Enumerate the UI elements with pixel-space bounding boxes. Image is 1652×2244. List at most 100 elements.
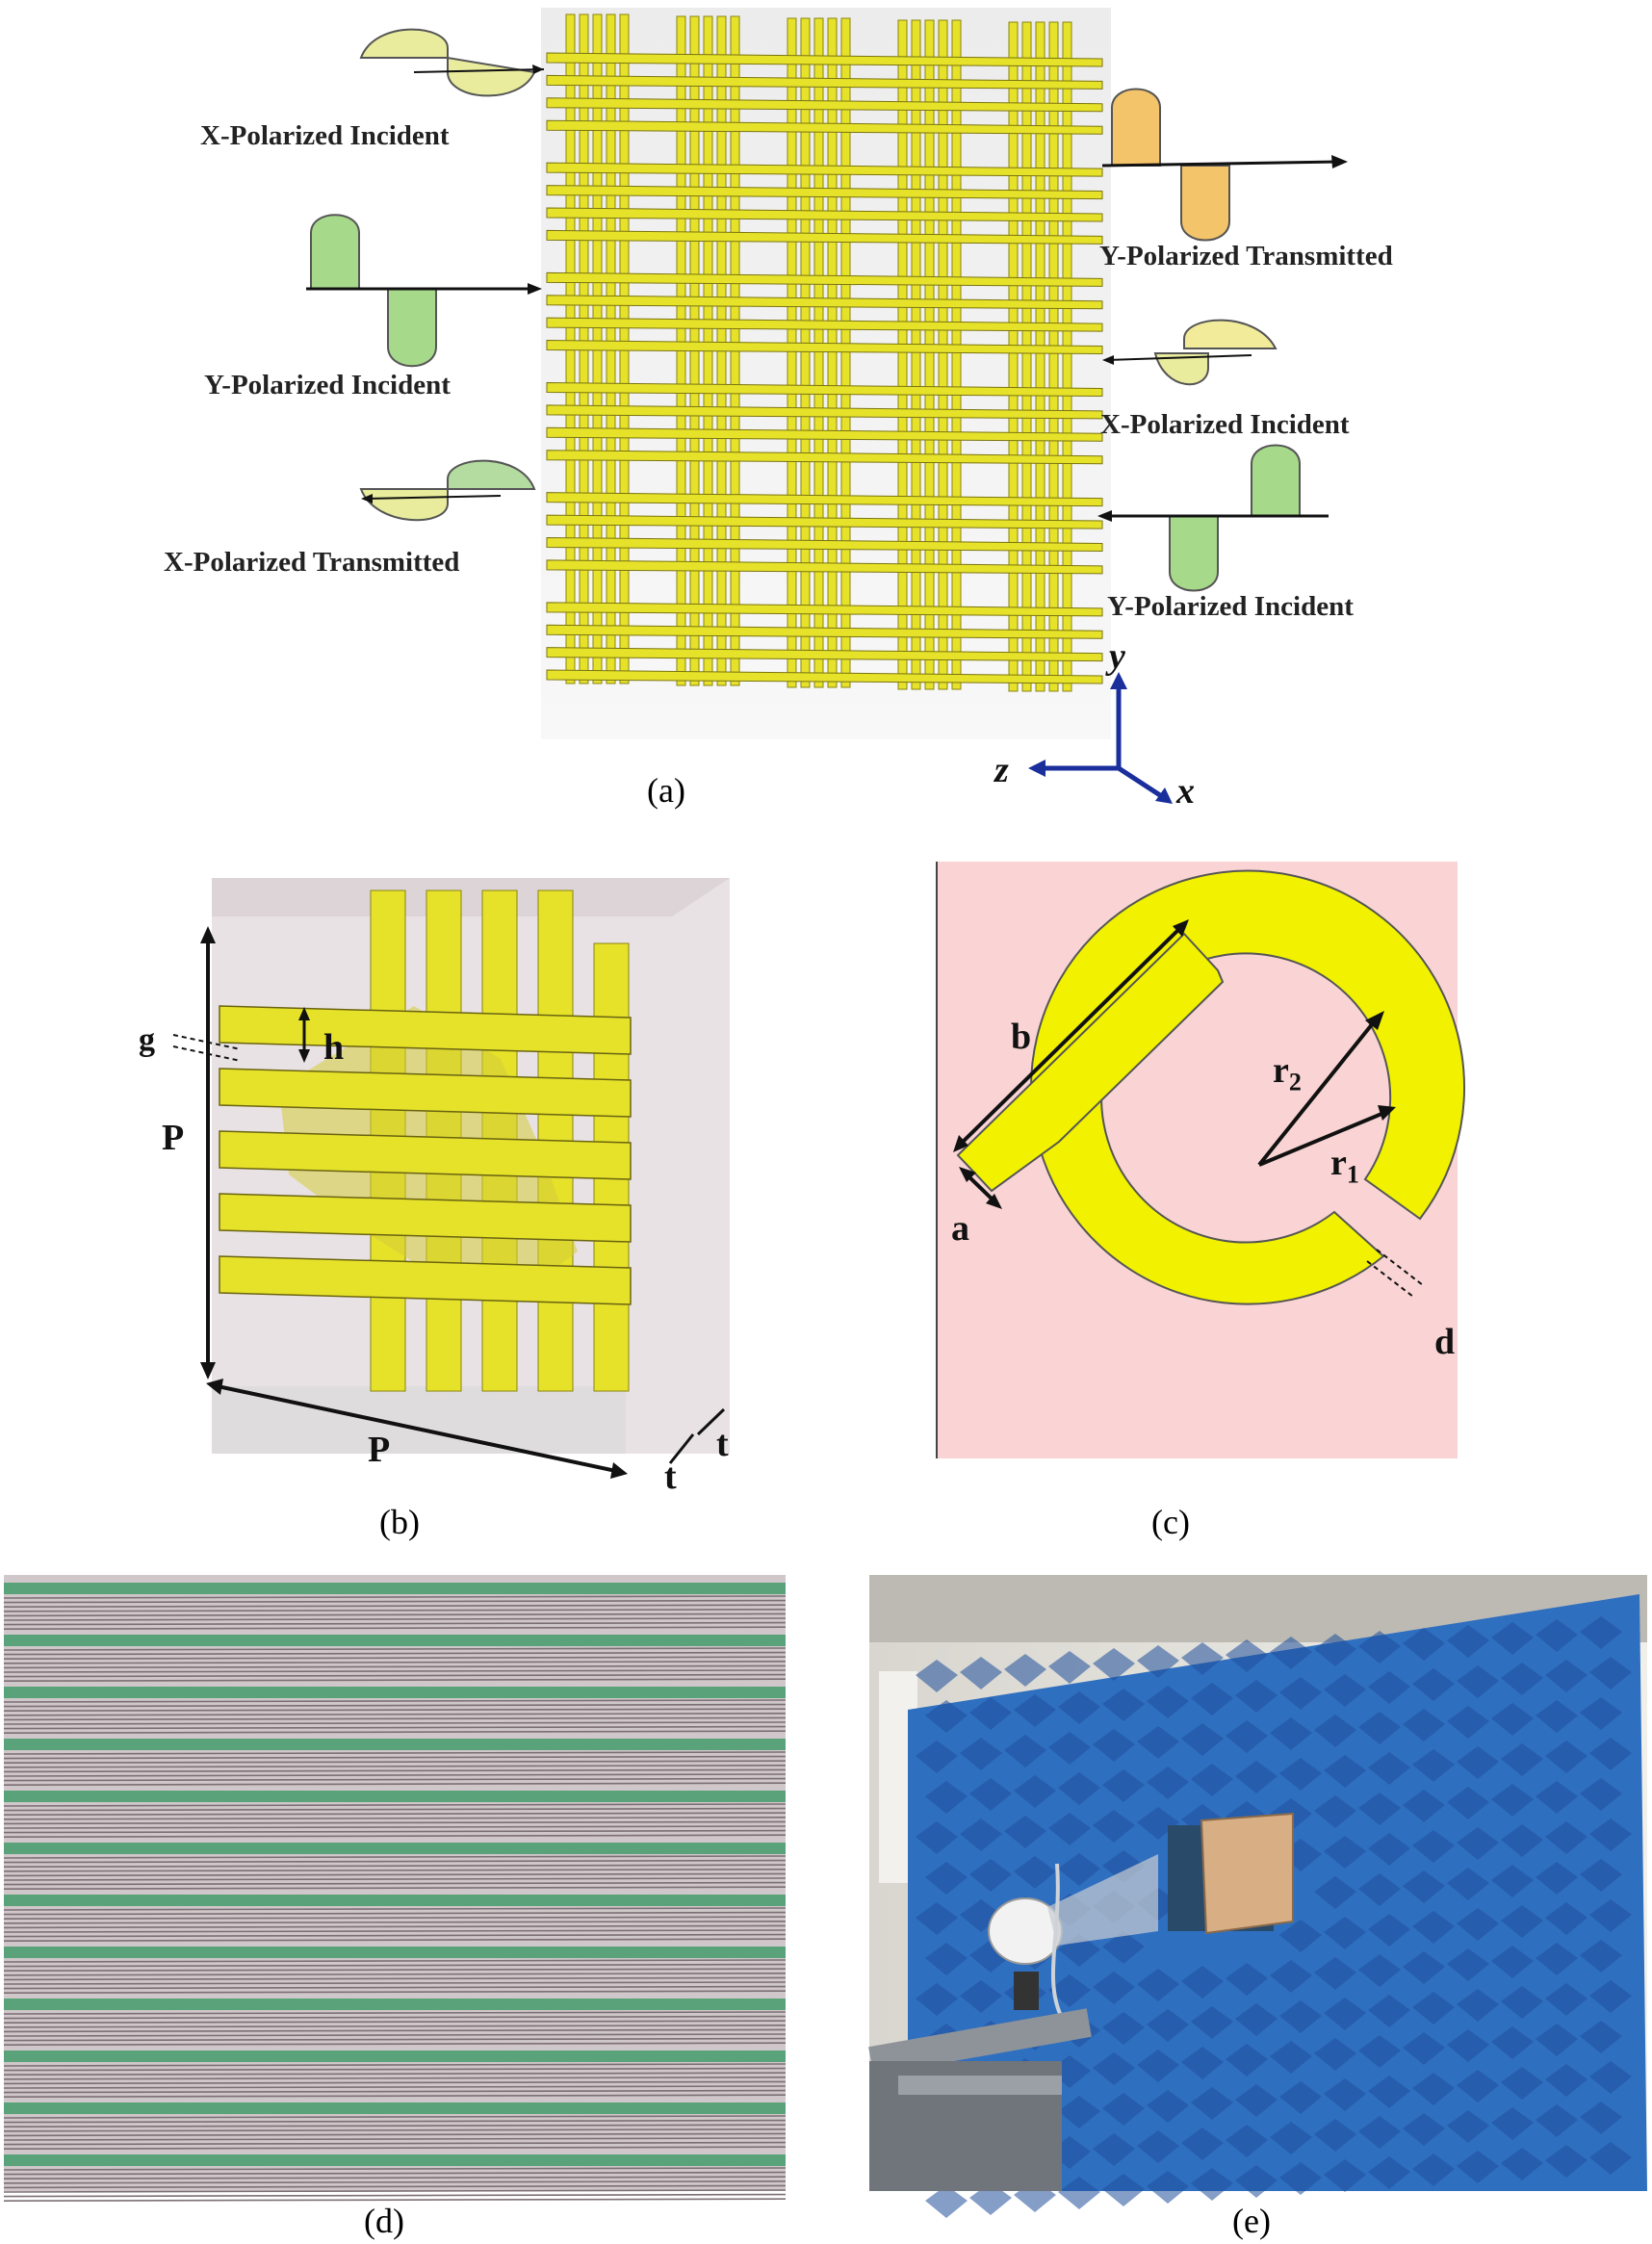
pcb-strip-line — [3, 2184, 787, 2189]
absorber-cone — [1314, 1795, 1356, 1828]
pcb-strip-line — [3, 1877, 787, 1881]
absorber-cone — [1457, 2151, 1499, 2183]
pcb-strip-line — [3, 1713, 787, 1716]
absorber-cone — [1358, 1954, 1401, 1987]
pcb-strip-line — [3, 1626, 787, 1630]
pcb-strip-line — [3, 2180, 787, 2184]
absorber-cone — [1457, 1746, 1499, 1779]
absorber-cone — [1181, 1966, 1224, 1999]
array-horizontal-strip — [546, 207, 1103, 222]
absorber-cone — [960, 1899, 1002, 1932]
pcb-strip-line — [3, 1911, 787, 1916]
absorber-cone — [1191, 1764, 1233, 1796]
pcb-strip-line — [3, 1834, 787, 1839]
absorber-cone — [1279, 1758, 1322, 1791]
array-vertical-strip — [1035, 21, 1045, 692]
pcb-strip-line — [3, 1938, 787, 1943]
pcb-strip-line — [3, 2020, 787, 2025]
array-horizontal-strip — [546, 647, 1103, 662]
label-y-incident-left: Y-Polarized Incident — [204, 370, 451, 400]
pcb-strip-line — [3, 2028, 787, 2033]
absorber-cone — [1181, 2047, 1224, 2079]
absorber-cone — [1580, 1697, 1622, 1730]
absorber-cone — [1314, 2119, 1356, 2152]
dim-b: b — [1011, 1017, 1032, 1057]
absorber-cone — [1457, 1908, 1499, 1941]
absorber-cone — [1324, 1755, 1366, 1788]
pcb-strip-line — [3, 2137, 787, 2141]
absorber-cone — [1368, 1833, 1410, 1866]
array-vertical-strip — [787, 17, 797, 688]
absorber-cone — [1048, 1974, 1091, 2007]
absorber-cone — [1093, 1648, 1135, 1681]
absorber-cone — [1545, 1660, 1587, 1692]
absorber-cone — [1102, 2093, 1145, 2126]
absorber-cone — [1501, 1824, 1543, 1857]
pcb-strip-line — [3, 2198, 787, 2203]
absorber-cone — [1358, 2116, 1401, 2149]
absorber-cone — [1358, 1873, 1401, 1906]
absorber-cone — [1270, 1637, 1312, 1669]
pcb-strip-line — [3, 2024, 787, 2028]
dim-p-horizontal: P — [368, 1430, 391, 1470]
absorber-cone — [1589, 2142, 1632, 2175]
absorber-cone — [1589, 1899, 1632, 1932]
pcb-strip-line — [3, 1864, 787, 1869]
absorber-cone — [1226, 2125, 1268, 2157]
absorber-cone — [1048, 1651, 1091, 1684]
x-incident-right-wave — [1102, 319, 1278, 386]
absorber-cone — [1501, 2148, 1543, 2180]
absorber-cone — [1545, 1821, 1587, 1854]
array-horizontal-strip — [546, 669, 1103, 684]
array-horizontal-strip — [546, 119, 1103, 135]
pcb-strip-line — [3, 1647, 787, 1651]
array-vertical-strip — [813, 17, 824, 688]
dim-h: h — [323, 1027, 345, 1068]
cell-horizontal-strip — [219, 1068, 632, 1118]
absorber-cone — [1589, 1657, 1632, 1689]
pcb-strip-line — [3, 1963, 787, 1968]
pcb-strip-line — [3, 1651, 787, 1656]
pcb-strip-line — [3, 2076, 787, 2080]
pcb-strip-line — [3, 1773, 787, 1777]
array-horizontal-strip — [546, 317, 1103, 332]
pcb-strip-line — [3, 1985, 787, 1990]
absorber-cone — [1501, 1743, 1543, 1776]
absorber-cone — [1314, 1634, 1356, 1666]
absorber-cone — [1536, 1943, 1578, 1975]
array-vertical-strip — [911, 19, 921, 690]
array-vertical-strip — [1062, 21, 1072, 692]
array-vertical-strip — [924, 19, 935, 690]
axis-y-label: y — [1109, 636, 1125, 677]
pcb-strip-line — [3, 1678, 787, 1682]
absorber-cone — [1545, 2145, 1587, 2178]
absorber-cone — [1093, 2052, 1135, 2085]
label-y-incident-right: Y-Polarized Incident — [1107, 591, 1354, 622]
absorber-cone — [1058, 2177, 1100, 2209]
pcb-green-band — [4, 1947, 786, 1958]
absorber-cone — [1102, 2174, 1145, 2206]
absorber-cone — [1580, 1778, 1622, 1811]
pcb-strip-line — [3, 1768, 787, 1773]
axis-x-label: x — [1176, 771, 1195, 812]
absorber-cone — [1412, 1992, 1455, 2025]
absorber-cone — [1314, 2038, 1356, 2071]
absorber-cone — [1457, 1827, 1499, 1860]
pcb-strip-line — [3, 2146, 787, 2151]
pcb-strip-line — [3, 1760, 787, 1764]
pcb-strip-line — [3, 1981, 787, 1985]
absorber-cone — [1147, 2009, 1189, 2042]
pcb-strip-line — [3, 2072, 787, 2076]
array-vertical-strip — [840, 17, 851, 688]
pcb-strip-line — [3, 2067, 787, 2072]
absorber-cone — [1545, 1902, 1587, 1935]
pcb-strip-line — [3, 1703, 787, 1708]
y-incident-left-wave — [306, 214, 542, 368]
pcb-strip-line — [3, 1699, 787, 1703]
pcb-green-band — [4, 2102, 786, 2114]
array-horizontal-strip — [546, 229, 1103, 245]
pcb-strip-line — [3, 1933, 787, 1938]
absorber-cone — [1589, 2061, 1632, 2094]
absorber-cone — [1137, 2050, 1179, 2082]
absorber-cone — [1314, 1957, 1356, 1990]
